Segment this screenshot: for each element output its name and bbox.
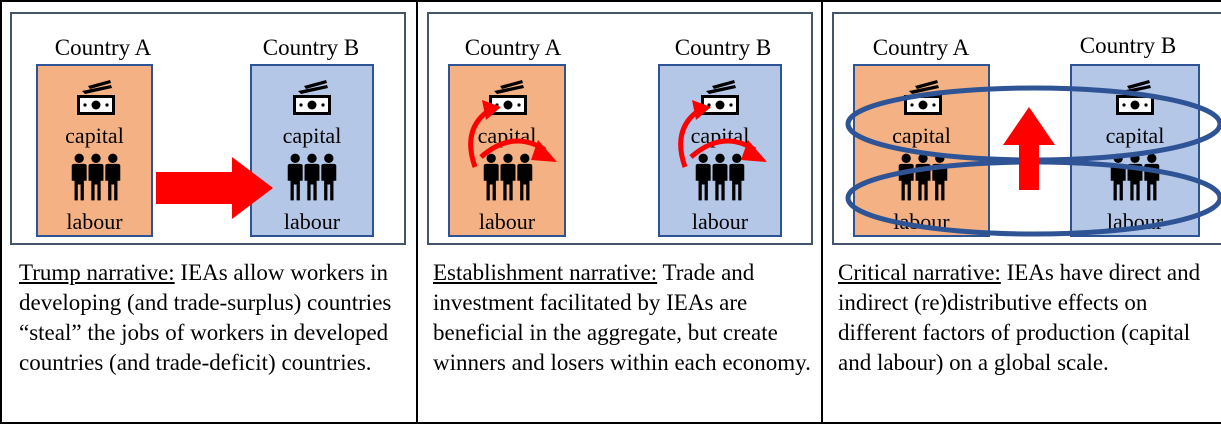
capital-label: capital (892, 123, 951, 148)
country-b-box: capital labour (658, 64, 782, 237)
workers-icon (895, 152, 951, 202)
capital-label: capital (1105, 123, 1165, 148)
country-a-label: Country A (872, 35, 970, 60)
diagram-frame (427, 12, 813, 245)
country-b-label: Country B (674, 35, 772, 60)
workers-icon (692, 152, 748, 202)
caption: Establishment narrative: Trade and inves… (433, 258, 813, 378)
caption-body: IEAs allow workers in developing (and tr… (19, 260, 392, 375)
panel-critical-narrative: Country A Country B capital labour capit… (823, 0, 1221, 424)
diagram-frame (832, 12, 1221, 245)
workers-icon (480, 152, 536, 202)
country-a-box: capital labour (36, 64, 153, 237)
labour-label: labour (893, 209, 950, 234)
caption-lead: Critical narrative: (838, 260, 1001, 285)
panel-trump-narrative: Country A Country B capital labour capit… (0, 0, 416, 424)
panel-establishment-narrative: Country A Country B capital labour capit… (418, 0, 821, 424)
country-b-box: capital labour (250, 64, 374, 237)
caption-body: IEAs have direct and indirect (re)distri… (838, 260, 1201, 375)
labour-label: labour (478, 209, 536, 234)
country-b-label: Country B (262, 35, 360, 60)
money-icon (290, 79, 334, 117)
capital-label: capital (65, 123, 124, 148)
money-icon (74, 79, 118, 117)
labour-label: labour (1106, 209, 1164, 234)
country-a-label: Country A (464, 35, 562, 60)
panel-divider-2 (821, 0, 823, 424)
country-b-box: capital labour (1070, 64, 1200, 237)
labour-label: labour (691, 209, 749, 234)
caption-lead: Trump narrative: (19, 260, 175, 285)
country-a-box: capital labour (853, 64, 990, 237)
capital-label: capital (282, 123, 342, 148)
capital-label: capital (690, 123, 750, 148)
workers-icon (284, 152, 340, 202)
country-b-label: Country B (1079, 33, 1177, 58)
caption: Critical narrative: IEAs have direct and… (838, 258, 1218, 378)
money-icon (1113, 79, 1157, 117)
labour-label: labour (66, 209, 123, 234)
money-icon (901, 79, 945, 117)
country-a-box: capital labour (448, 64, 566, 237)
money-icon (698, 79, 742, 117)
panel-divider-1 (416, 0, 418, 424)
workers-icon (1107, 152, 1163, 202)
capital-label: capital (477, 123, 537, 148)
caption: Trump narrative: IEAs allow workers in d… (19, 258, 407, 378)
labour-label: labour (283, 209, 341, 234)
caption-body: Trade and investment facilitated by IEAs… (433, 260, 811, 375)
diagram-frame (10, 12, 406, 245)
country-a-label: Country A (54, 35, 152, 60)
money-icon (486, 79, 530, 117)
workers-icon (68, 152, 124, 202)
caption-lead: Establishment narrative: (433, 260, 658, 285)
